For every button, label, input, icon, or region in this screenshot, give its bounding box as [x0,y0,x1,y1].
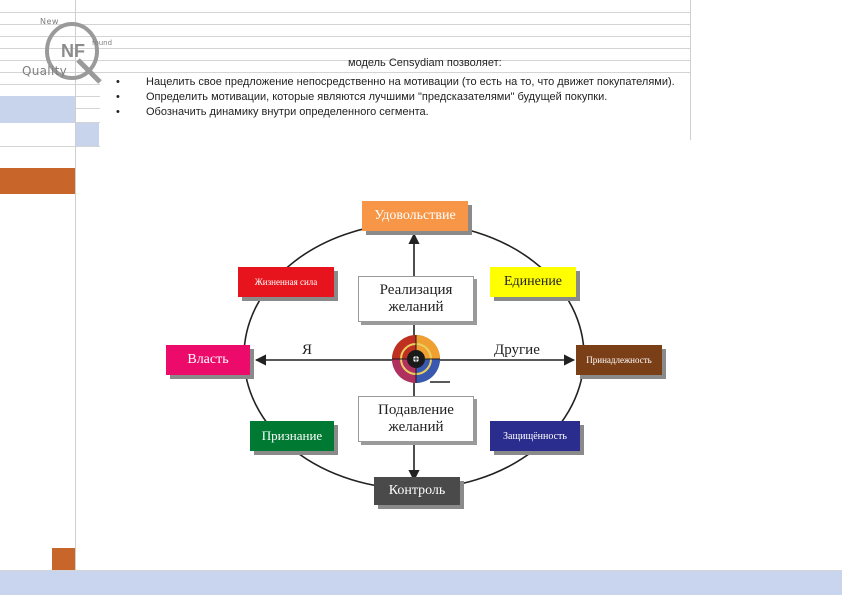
bullet-list: • Нацелить свое предложение непосредстве… [116,75,706,120]
slide-heading: модель Censydiam позволяет: [348,57,502,69]
motivation-box-vitality: Жизненная сила [238,267,334,297]
bullet-text: Обозначить динамику внутри определенного… [146,106,429,118]
center-wheel-icon [392,335,440,383]
rule-line [0,12,690,13]
motivation-box-pleasure: Удовольствие [362,201,468,231]
list-item: • Нацелить свое предложение непосредстве… [116,75,706,90]
bullet-dot-icon: • [116,106,120,118]
footer-panel-orange [52,548,75,570]
rule-line [0,146,100,147]
rule-line [0,48,690,49]
motivation-box-belonging: Принадлежность [576,345,662,375]
side-panel-blue [0,96,75,123]
motivation-box-unity: Единение [490,267,576,297]
logo-quality-text: Quality [22,64,67,78]
list-item: • Обозначить динамику внутри определенно… [116,105,706,120]
axis-label-self: Я [302,342,313,358]
center-box-realization: Реализация желаний [358,276,474,322]
box-label: Защищённость [503,430,567,442]
logo-letters: NF [61,41,85,61]
box-label: Контроль [388,483,446,498]
box-label: Единение [503,274,563,289]
rule-line [75,0,76,570]
logo-q-icon: NF [45,22,102,84]
box-label: Удовольствие [374,208,456,223]
bullet-text: Нацелить свое предложение непосредственн… [146,76,675,88]
axis-label-others: Другие [494,342,540,358]
box-label: Принадлежность [586,355,652,365]
center-box-suppression: Подавление желаний [358,396,474,442]
bullet-dot-icon: • [116,91,120,103]
footer-band [0,571,842,595]
rule-line [0,24,690,25]
bullet-dot-icon: • [116,76,120,88]
box-label: Власть [187,352,229,367]
motivation-box-control: Контроль [374,477,460,505]
rule-line [0,60,690,61]
rule-line [690,0,691,140]
side-panel-blue-small [76,123,99,146]
rule-line [0,36,690,37]
rule-line [0,72,690,73]
list-item: • Определить мотивации, которые являются… [116,90,706,105]
center-box-label: Подавление желаний [378,402,454,435]
motivation-box-recognition: Признание [250,421,334,451]
logo-new-text: New [40,17,59,26]
motivation-box-security: Защищённость [490,421,580,451]
rule-line [0,84,100,85]
motivation-box-power: Власть [166,345,250,375]
center-box-label: Реализация желаний [379,282,453,315]
bullet-text: Определить мотивации, которые являются л… [146,91,608,103]
box-label: Жизненная сила [254,277,318,287]
box-label: Признание [261,428,323,443]
logo-found-text: found [92,39,113,47]
side-panel-orange [0,168,75,194]
rule-line [0,570,842,571]
